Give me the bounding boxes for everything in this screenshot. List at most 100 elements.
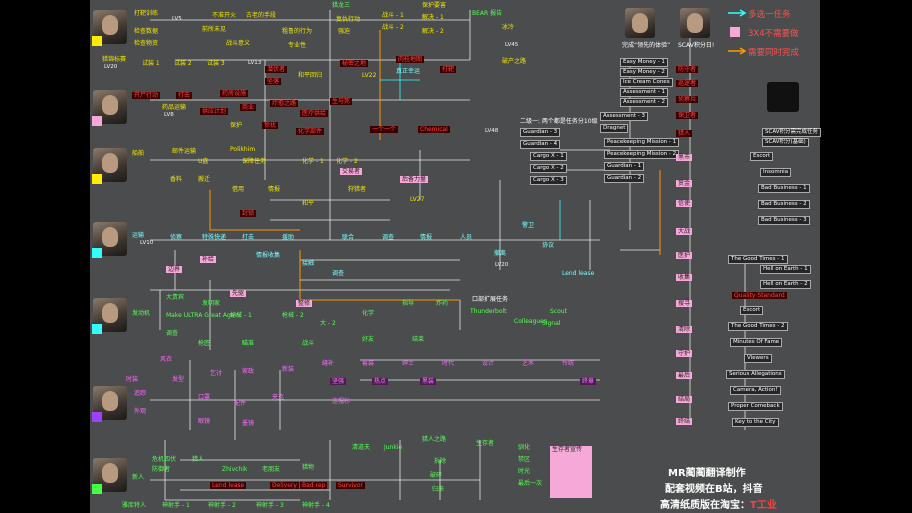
quest-rag-2[interactable]: 追踪 <box>134 390 147 397</box>
quest-skier-8[interactable]: 搬迁 <box>198 176 211 183</box>
quest-guardian-3[interactable]: Guardian - 3 <box>520 128 561 137</box>
quest-pk-6[interactable]: 联合 <box>342 234 355 241</box>
quest-therapist-8[interactable]: 医疗供给 <box>300 110 329 117</box>
quest-prapor-28[interactable]: 秘密之地 <box>340 60 369 67</box>
right-pink-11[interactable]: 结局 <box>676 396 693 403</box>
quest-easy-money-1[interactable]: Easy Money - 1 <box>620 58 668 67</box>
quest-skier-6[interactable]: 化学 - 2 <box>336 158 358 165</box>
quest-therapist-13[interactable]: 一个一个 <box>370 126 399 133</box>
quest-jaeger-18[interactable]: Lend lease <box>210 482 247 489</box>
quest-viewers[interactable]: Viewers <box>744 354 772 363</box>
quest-jaeger-21[interactable]: Survivor <box>336 482 365 489</box>
quest-therapist-3[interactable]: 药房设施 <box>220 90 249 97</box>
quest-rag-17[interactable]: 热点 <box>372 378 389 385</box>
quest-skier-14[interactable]: LV27 <box>410 196 425 203</box>
quest-therapist-12[interactable]: 化学部件 <box>296 128 325 135</box>
quest-bad-business-2[interactable]: Bad Business - 2 <box>758 200 810 209</box>
quest-mech-15[interactable]: 枪匠 <box>198 340 211 347</box>
quest-rag-22[interactable]: 夹克 <box>272 394 285 401</box>
right-red-4[interactable]: 保卫者 <box>676 112 699 119</box>
quest-serious-allegations[interactable]: Serious Allegations <box>726 370 785 379</box>
quest-prapor-5[interactable]: 不准开火 <box>212 12 237 19</box>
quest-cargo-x-3[interactable]: Cargo X - 3 <box>530 176 567 185</box>
quest-rag-1[interactable]: 时装 <box>126 376 139 383</box>
quest-rag-11[interactable]: 绅士 <box>402 360 415 367</box>
quest-prapor-25[interactable]: 潜伏者 <box>265 66 288 73</box>
quest-rag-3[interactable]: 外观 <box>134 408 147 415</box>
quest-assessment-1[interactable]: Assessment - 1 <box>620 88 668 97</box>
quest-insomnia[interactable]: Insomnia <box>760 168 792 177</box>
quest-therapist-14[interactable]: Chemical <box>418 126 450 133</box>
quest-ice-cream[interactable]: Ice Cream Cones <box>620 78 673 87</box>
quest-jaeger-10[interactable]: 生存者 <box>476 440 495 447</box>
quest-prapor-2[interactable]: 检查数据 <box>134 28 159 35</box>
quest-jaeger-zhivchik[interactable]: Zhivchik <box>222 466 248 473</box>
quest-mech-2[interactable]: 大贵宾 <box>166 294 185 301</box>
quest-rag-5[interactable]: 发型 <box>172 376 185 383</box>
quest-quality-standard[interactable]: Quality Standard <box>732 292 787 299</box>
quest-jaeger-9[interactable]: 猎人之路 <box>422 436 447 443</box>
quest-skier-9[interactable]: 借用 <box>232 186 245 193</box>
quest-assessment-3[interactable]: Assessment - 3 <box>600 112 648 121</box>
quest-prapor-1[interactable]: 打靶训练 <box>134 10 159 17</box>
quest-jaeger-5[interactable]: 猎人 <box>192 456 205 463</box>
quest-mech-13[interactable]: Scout <box>550 308 567 315</box>
quest-skier-3[interactable]: U盘 <box>198 158 209 165</box>
right-pink-1[interactable]: 黑市 <box>676 154 693 161</box>
quest-prapor-9[interactable]: 粗鲁的行为 <box>282 28 313 35</box>
quest-pk-10[interactable]: 撤离 <box>494 250 507 257</box>
quest-therapist-5[interactable]: 供应计划 <box>200 108 229 115</box>
quest-therapist-2[interactable]: 打击 <box>176 92 193 99</box>
quest-prapor-29[interactable]: LV22 <box>362 72 377 79</box>
quest-prapor-16[interactable]: 保护要害 <box>422 2 447 9</box>
quest-skier-15[interactable]: 交易者 <box>340 168 363 175</box>
quest-mech-3[interactable]: 调查 <box>166 330 179 337</box>
quest-pk-9[interactable]: 人员 <box>460 234 473 241</box>
quest-rag-24[interactable]: 眼镜 <box>198 418 211 425</box>
quest-skier-2[interactable]: 邮件运输 <box>172 148 197 155</box>
quest-prapor-32[interactable]: 打靶 <box>440 66 457 73</box>
quest-mech-20[interactable]: 先驱 <box>230 290 247 297</box>
quest-rag-4[interactable]: 风衣 <box>160 356 173 363</box>
quest-prapor-4[interactable]: 猎锦标赛 <box>102 56 127 63</box>
quest-pk-16[interactable]: 调查 <box>332 270 345 277</box>
quest-pk-4[interactable]: 打击 <box>242 234 255 241</box>
quest-rag-15[interactable]: 传统 <box>562 360 575 367</box>
quest-prapor-12[interactable]: 复仇行动 <box>336 16 361 23</box>
quest-prapor-14[interactable]: 战斗 - 1 <box>382 12 404 19</box>
right-pink-4[interactable]: 大战 <box>676 228 693 235</box>
right-pink-9[interactable]: 守护 <box>676 350 693 357</box>
quest-pk-18[interactable]: 边界 <box>166 266 183 273</box>
quest-rag-25[interactable]: 墨镜 <box>242 420 255 427</box>
quest-skier-12[interactable]: 和平 <box>302 200 315 207</box>
quest-prapor-18[interactable]: 解决 - 2 <box>422 28 444 35</box>
right-red-2[interactable]: 巡逻者 <box>676 80 699 87</box>
quest-prapor-30[interactable]: 肉桂地图 <box>396 56 425 63</box>
quest-mech-5[interactable]: 枪械 - 1 <box>230 312 252 319</box>
quest-prapor-26[interactable]: 坠落 <box>265 78 282 85</box>
right-pink-8[interactable]: 清除 <box>676 326 693 333</box>
quest-prapor-7[interactable]: 前所未见 <box>202 26 227 33</box>
quest-jaeger-junkie[interactable]: Junkie <box>384 444 403 451</box>
quest-mech-14[interactable]: Signal <box>542 320 561 327</box>
quest-mech-6[interactable]: 枪械 - 2 <box>282 312 304 319</box>
quest-pk-2[interactable]: 侦察 <box>170 234 183 241</box>
quest-rag-18[interactable]: 黑装 <box>420 378 437 385</box>
quest-rag-9[interactable]: 缝补 <box>322 360 335 367</box>
quest-therapist-9[interactable]: 生与死 <box>330 98 353 105</box>
quest-prapor-10[interactable]: 专业性 <box>288 42 307 49</box>
right-pink-2[interactable]: 赏金 <box>676 180 693 187</box>
quest-mech-17[interactable]: 战斗 <box>302 340 315 347</box>
right-red-5[interactable]: 猎人 <box>676 130 693 137</box>
quest-rag-12[interactable]: 时代 <box>442 360 455 367</box>
quest-pk-15[interactable]: 接触 <box>302 260 315 267</box>
quest-prapor-24[interactable]: 试装 3 <box>207 60 225 67</box>
quest-prapor-3[interactable]: 检查物资 <box>134 40 159 47</box>
quest-pk-11[interactable]: 协议 <box>542 242 555 249</box>
quest-rag-13[interactable]: 设计 <box>482 360 495 367</box>
quest-mech-9[interactable]: 指导 <box>402 300 415 307</box>
quest-jaeger-3[interactable]: 危机四伏 <box>152 456 177 463</box>
quest-guardian-4[interactable]: Guardian - 4 <box>520 140 561 149</box>
quest-peacekeeping-2[interactable]: Peacekeeping Mission - 2 <box>604 150 680 159</box>
quest-mech-12[interactable]: Colleagues <box>514 318 547 325</box>
